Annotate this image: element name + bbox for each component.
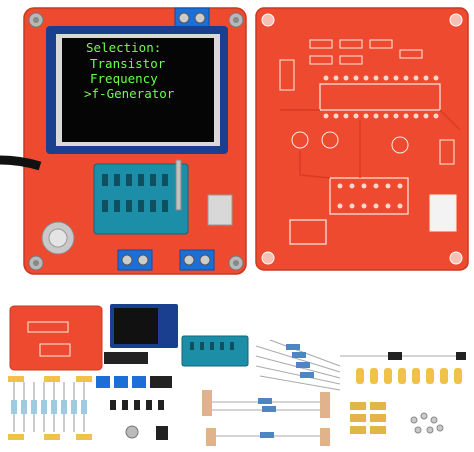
- mcu-chip: [104, 352, 148, 364]
- small-lcd-module: [110, 304, 178, 348]
- small-potentiometer: [125, 425, 139, 439]
- bottom-terminal-blocks: [117, 249, 215, 271]
- small-bare-pcb: [9, 305, 103, 371]
- lcd-line-2: Transistor: [90, 56, 166, 71]
- inductor-component: [207, 194, 233, 226]
- dc-jack: [156, 426, 168, 440]
- mcu-footprint: [319, 83, 441, 111]
- zif-socket: [93, 159, 189, 235]
- ceramic-capacitors: [356, 368, 462, 384]
- lcd-module: Selection: Transistor Frequency >f-Gener…: [46, 26, 228, 154]
- top-terminal-block: [174, 7, 210, 29]
- small-zif-socket: [181, 335, 249, 367]
- resistor-strip-middle: [202, 390, 330, 446]
- battery-cable: [0, 155, 42, 171]
- small-terminal-blocks: [96, 376, 172, 388]
- diode: [340, 352, 466, 360]
- bare-pcb: [255, 7, 469, 271]
- potentiometer-knob: [41, 221, 75, 255]
- kit-parts: [8, 304, 466, 446]
- lcd-line-1: Selection:: [86, 40, 161, 55]
- assembled-tester-board: Selection: Transistor Frequency >f-Gener…: [0, 7, 247, 275]
- socket-footprint: [329, 177, 409, 215]
- transistors: [110, 400, 164, 410]
- brass-spacers: [350, 402, 386, 434]
- lcd-screen: [62, 38, 214, 142]
- lcd-line-4: >f-Generator: [84, 86, 175, 101]
- lcd-line-3: Frequency: [90, 71, 158, 86]
- screws: [410, 412, 444, 434]
